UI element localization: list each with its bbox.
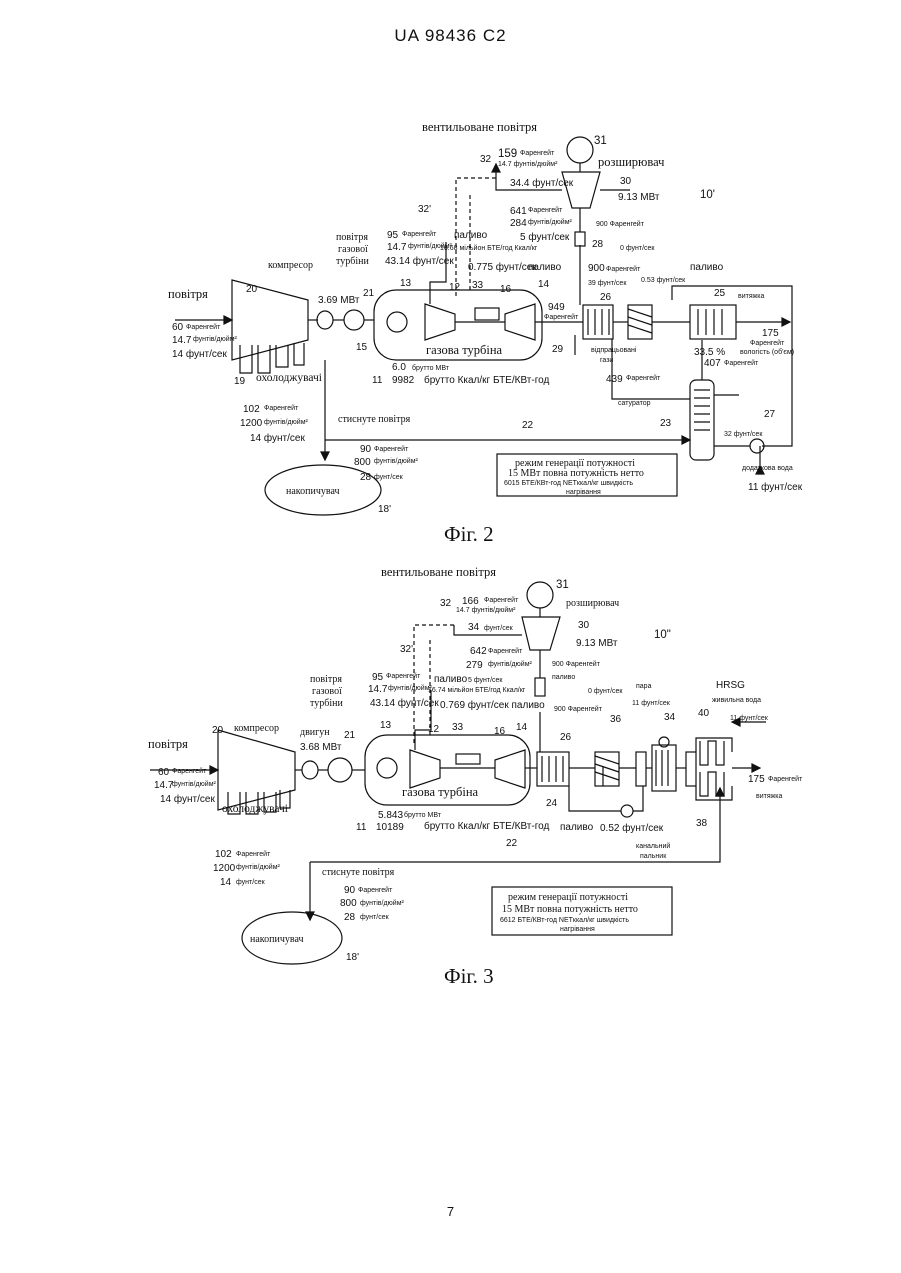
ref-18: 18': [346, 952, 359, 963]
expander-label: розширювач: [566, 598, 619, 609]
st-press: 800: [340, 898, 357, 909]
mode-line-1: режим генерації потужності: [508, 892, 628, 903]
comp-air-label: стиснуте повітря: [322, 867, 395, 878]
ref-34: 34: [664, 712, 676, 723]
duct-2: пальник: [640, 853, 667, 860]
ref-33: 33: [452, 722, 464, 733]
ref-system: 10": [654, 629, 671, 641]
fuel-label-2: паливо: [552, 674, 575, 681]
stack-temp-unit: Фаренгейт: [768, 775, 803, 783]
exp-in-temp-unit: Фаренгейт: [488, 647, 523, 655]
in-flow: 14 фунт/сек: [160, 793, 215, 805]
figure-3-caption: Фіг. 3: [444, 964, 494, 989]
ref-40: 40: [698, 708, 710, 719]
vent-flow: фунт/сек: [484, 625, 514, 632]
stack-label: витяжка: [756, 793, 783, 800]
ref-31: 31: [556, 579, 569, 591]
gt-air-temp: 95: [372, 672, 384, 683]
stack-temp: 175: [748, 774, 765, 785]
comp-flow-unit: фунт/сек: [236, 879, 266, 886]
compressor-label: компресор: [234, 723, 279, 734]
duct-1: канальний: [636, 842, 670, 850]
ref-30: 30: [578, 620, 590, 631]
ref-32-prime: 32': [400, 644, 413, 655]
ref-13: 13: [380, 720, 392, 731]
gt-air-press: 14.7: [368, 684, 388, 695]
vent-press: 14.7 фунтів/дюйм²: [456, 606, 516, 614]
air-label: повітря: [148, 737, 188, 751]
in-temp-unit: Фаренгейт: [172, 767, 207, 775]
steam-flow: 11 фунт/сек: [632, 700, 671, 707]
ref-20: 20: [212, 725, 224, 736]
storage-label: накопичувач: [250, 934, 304, 945]
ref-26: 26: [560, 732, 572, 743]
mode-line-3: 6612 БТЕ/КВт-год NETккал/кг швидкість: [500, 916, 629, 924]
vent-air-label: вентильоване повітря: [381, 565, 496, 579]
heat-rate-unit: брутто Ккал/кг БТЕ/КВт-год: [424, 820, 549, 832]
st-temp: 90: [344, 885, 356, 896]
ref-12: 12: [428, 724, 440, 735]
turbine-label: газова турбіна: [402, 785, 479, 799]
engine-label: двигун: [300, 727, 330, 738]
ref-16: 16: [494, 726, 506, 737]
coolers-label: охолоджувачі: [222, 803, 288, 815]
feed-flow: 11 фунт/сек: [730, 715, 769, 722]
ref-22: 22: [506, 838, 518, 849]
comp-press-unit: фунтів/дюйм²: [236, 863, 281, 871]
ref-34a: 34: [468, 622, 480, 633]
ref-14: 14: [516, 722, 528, 733]
gt-air-flow: 43.14 фунт/сек: [370, 697, 439, 709]
ref-36: 36: [610, 714, 622, 725]
hrsg-label: HRSG: [716, 680, 745, 691]
vent-temp-unit: Фаренгейт: [484, 596, 519, 604]
ref-38: 38: [696, 818, 708, 829]
feedwater-label: живильна вода: [712, 697, 761, 704]
st-flow: 28: [344, 912, 356, 923]
heat-rate: 10189: [376, 822, 404, 833]
fuel-flow: 0.769 фунт/сек паливо: [440, 699, 545, 711]
ref-24: 24: [546, 798, 558, 809]
in-press-unit: фунтів/дюйм²: [172, 780, 217, 788]
ref-21: 21: [344, 730, 356, 741]
zero-flow: 0 фунт/сек: [588, 688, 623, 695]
in-temp: 60: [158, 767, 170, 778]
ref-11: 11: [356, 822, 367, 833]
gross-mw-unit: брутто МВт: [404, 811, 442, 819]
exp-power: 9.13 МВт: [576, 638, 618, 649]
gross-mw: 5.843: [378, 810, 403, 821]
st-temp-unit: Фаренгейт: [358, 886, 393, 894]
mode-line-4: нагрівання: [560, 925, 595, 933]
exp-in-temp: 642: [470, 646, 487, 657]
vent-temp: 166: [462, 596, 479, 607]
in-press: 14.7: [154, 780, 174, 791]
fuel-low: паливо: [560, 822, 594, 833]
gt-air-temp-unit: Фаренгейт: [386, 672, 421, 680]
fuel-rate: 16.74 мільйон БТЕ/год Ккал/кг: [428, 686, 526, 694]
st-flow-unit: фунт/сек: [360, 914, 390, 921]
comp-temp-unit: Фаренгейт: [236, 850, 271, 858]
page-number: 7: [0, 1204, 901, 1219]
gt-air-2: газової: [312, 686, 342, 697]
exp-in-flow: 5 фунт/сек: [468, 677, 503, 684]
fuel-052: 0.52 фунт/сек: [600, 822, 664, 834]
fuel-label: паливо: [434, 674, 468, 685]
hx-temp: 900 Фаренгейт: [554, 705, 603, 713]
comp-flow: 14: [220, 877, 232, 888]
gt-air-1: повітря: [310, 674, 342, 685]
comp-press: 1200: [213, 863, 236, 874]
exp-in-press-unit: фунтів/дюйм²: [488, 660, 533, 668]
ref-32: 32: [440, 598, 452, 609]
mode-line-2: 15 МВт повна потужність нетто: [502, 904, 638, 915]
exp-in-press: 279: [466, 660, 483, 671]
exp-out-temp: 900 Фаренгейт: [552, 660, 601, 668]
motor-power: 3.68 МВт: [300, 742, 342, 753]
steam-label: пара: [636, 683, 652, 690]
comp-temp: 102: [215, 849, 232, 860]
gt-air-press-unit: фунтів/дюйм²: [388, 684, 433, 692]
st-press-unit: фунтів/дюйм²: [360, 899, 405, 907]
gt-air-3: турбіни: [310, 698, 343, 709]
